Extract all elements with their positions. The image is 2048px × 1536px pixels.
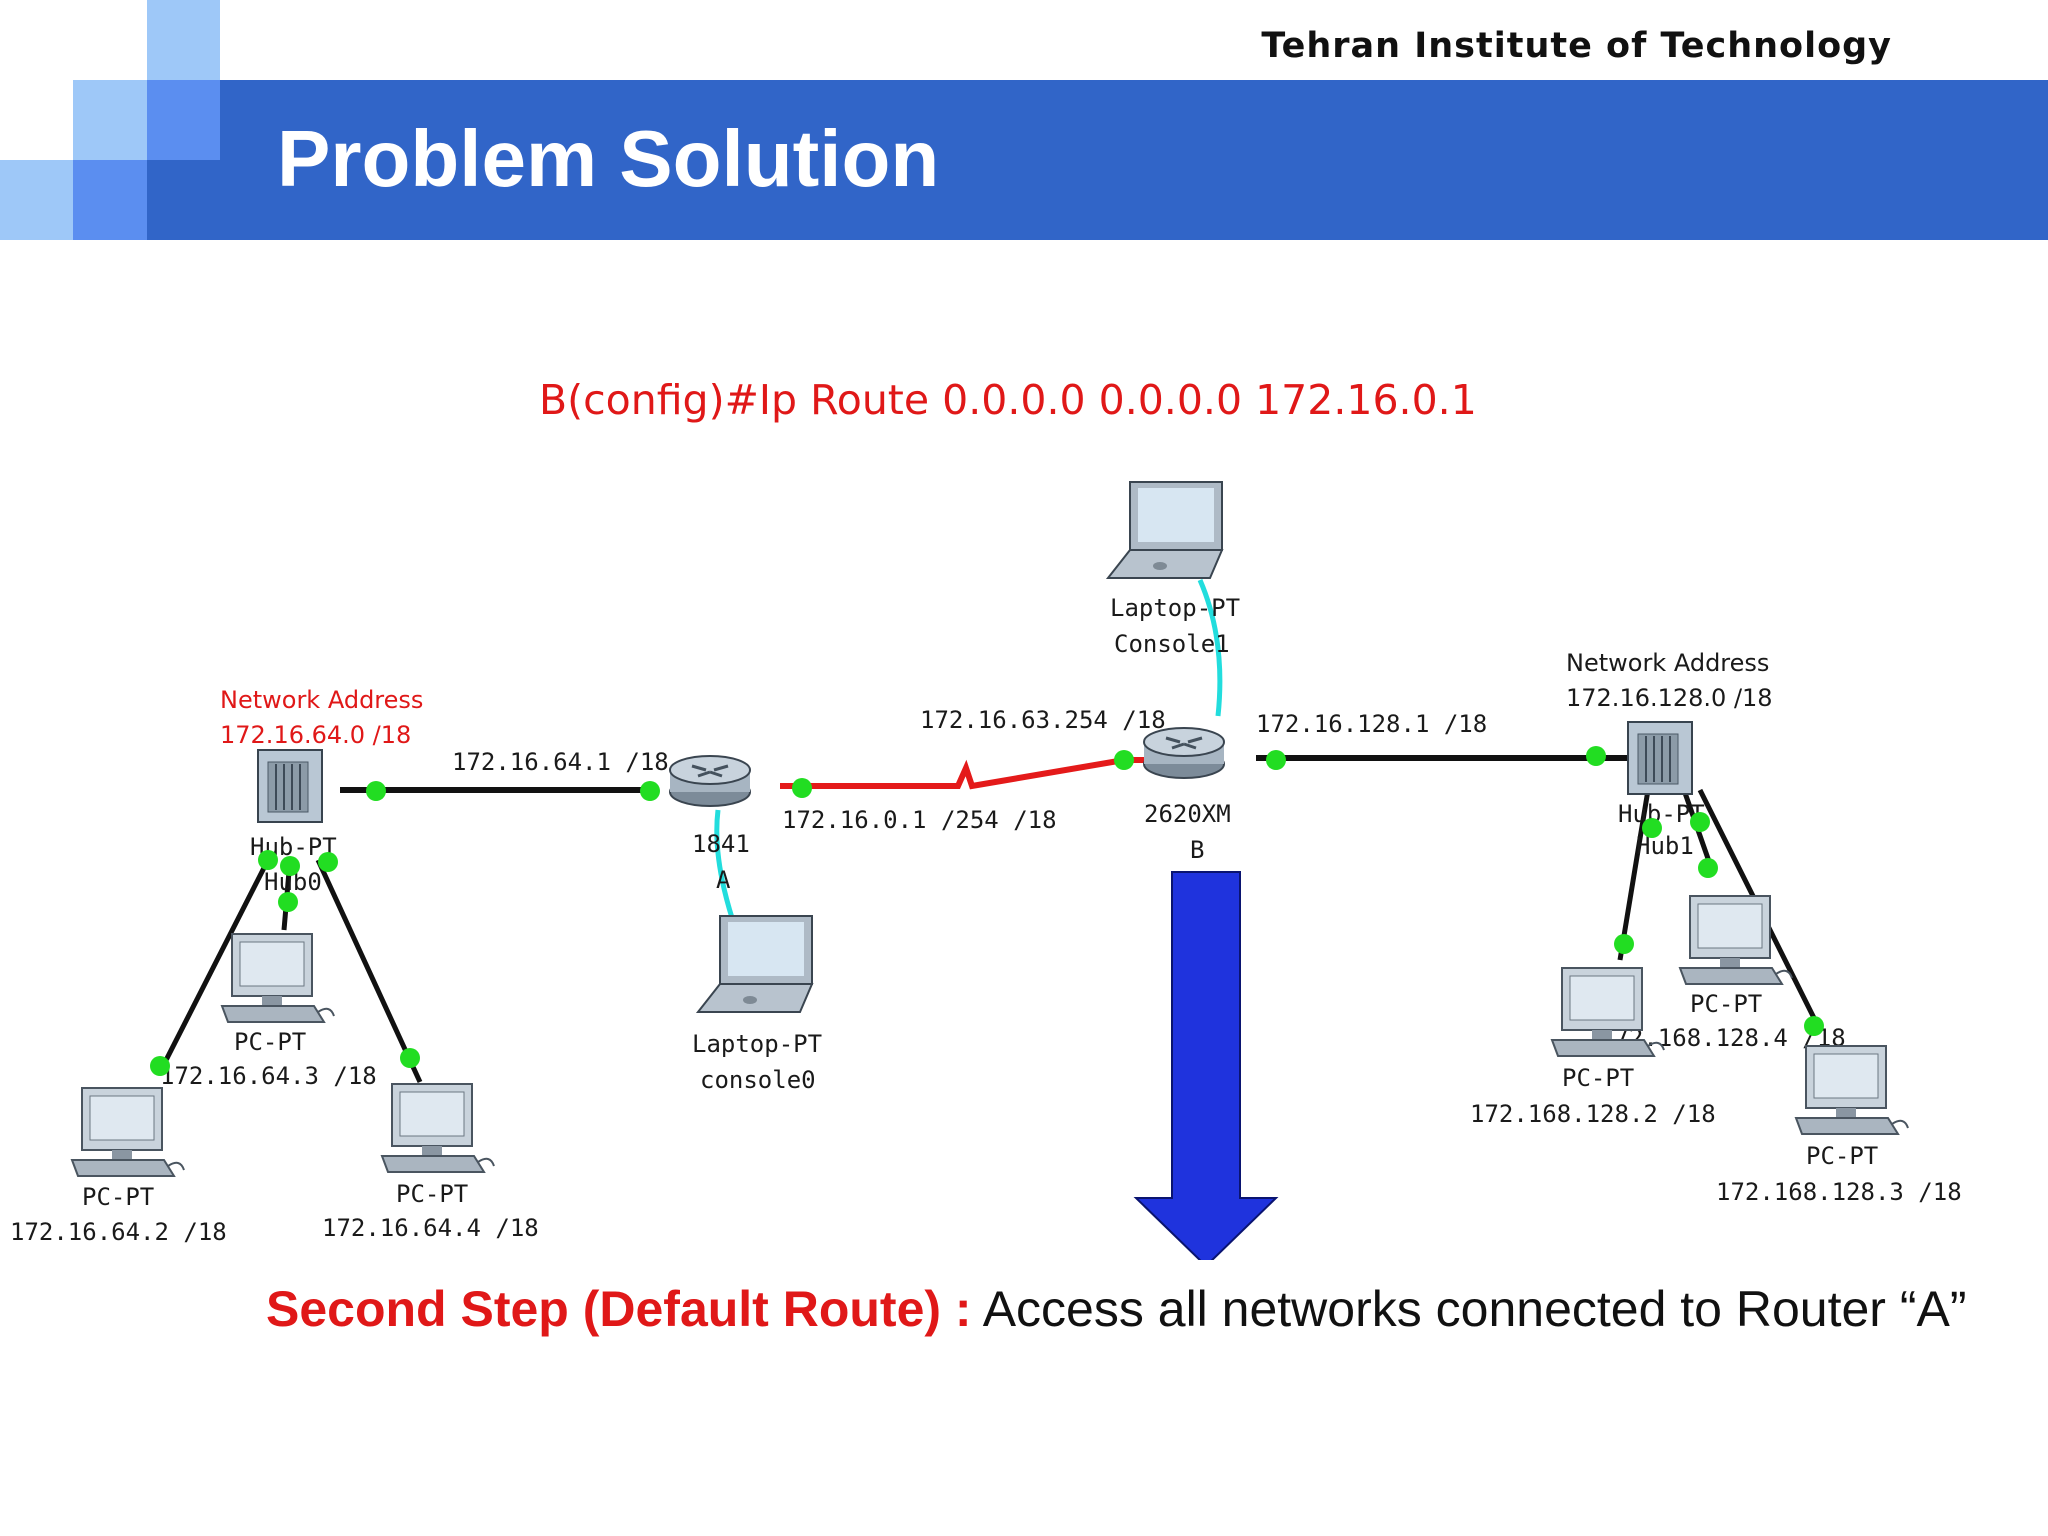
laptop0-model: Laptop-PT [692, 1030, 822, 1058]
pc-icon [71, 1087, 185, 1177]
link-dot [1690, 812, 1710, 832]
router-a-model: 1841 [692, 830, 750, 858]
router-a-wan-ip: 172.16.0.1 /254 /18 [782, 806, 1057, 834]
router-a-icon [668, 754, 752, 808]
router-b-wan-ip: 172.16.63.254 /18 [920, 706, 1166, 734]
pc-icon [381, 1083, 495, 1173]
link-dot [280, 856, 300, 876]
link-dots [150, 746, 1824, 1076]
deco-square [0, 160, 73, 240]
link-dot [792, 778, 812, 798]
link-dot [1614, 934, 1634, 954]
left-link-ip: 172.16.64.1 /18 [452, 748, 669, 776]
console-cable [714, 809, 739, 931]
router-command: B(config)#Ip Route 0.0.0.0 0.0.0.0 172.1… [539, 376, 1477, 424]
pc-ip: 172.168.128.2 /18 [1470, 1100, 1716, 1128]
laptop-icon [697, 915, 813, 1013]
link-dot [366, 781, 386, 801]
left-network-address: 172.16.64.0 /18 [220, 721, 411, 749]
cable [157, 858, 271, 1074]
link-dot [278, 892, 298, 912]
router-a-name: A [716, 866, 731, 894]
pc-model: PC-PT [234, 1028, 306, 1056]
slide-title: Problem Solution [277, 114, 940, 203]
router-b-model: 2620XM [1144, 800, 1231, 828]
console-cable [1197, 579, 1223, 717]
pc-ip: 172.16.64.2 /18 [10, 1218, 227, 1246]
right-network-title: Network Address [1566, 649, 1769, 677]
deco-square [147, 160, 220, 240]
pc-ip: 172.16.64.3 /18 [160, 1062, 377, 1090]
hub1-icon [1627, 721, 1693, 795]
down-arrow [1133, 871, 1279, 1260]
deco-square [73, 80, 147, 160]
laptop-icon [1107, 481, 1223, 579]
pc-model: PC-PT [1806, 1142, 1878, 1170]
deco-square [147, 0, 220, 80]
router-b-icon [1142, 726, 1226, 780]
pc-ip: 172.168.128.3 /18 [1716, 1178, 1962, 1206]
laptop1-model: Laptop-PT [1110, 594, 1240, 622]
deco-square [147, 80, 220, 160]
link-dot [1804, 1016, 1824, 1036]
link-dot [1114, 750, 1134, 770]
link-dot [400, 1048, 420, 1068]
pc-model: PC-PT [1690, 990, 1762, 1018]
cable [1617, 789, 1651, 961]
step-title: Second Step (Default Route) : [266, 1281, 972, 1337]
pc-model: PC-PT [82, 1183, 154, 1211]
pc-model: PC-PT [1562, 1064, 1634, 1092]
cable [315, 858, 423, 1084]
hub0-icon [257, 749, 323, 823]
router-b-lan-ip: 172.16.128.1 /18 [1256, 710, 1487, 738]
right-network-address: 172.16.128.0 /18 [1566, 684, 1773, 712]
link-dot [318, 852, 338, 872]
institute-name: Tehran Institute of Technology [1261, 26, 1892, 66]
router-b-name: B [1190, 836, 1204, 864]
link-dot [150, 1056, 170, 1076]
pc-model: PC-PT [396, 1180, 468, 1208]
link-dot [1586, 746, 1606, 766]
serial-link [780, 757, 1148, 790]
network-diagram: Network Address 172.16.64.0 /18 Hub-PT H… [10, 481, 1962, 1260]
step-description: Access all networks connected to Router … [971, 1281, 1967, 1337]
deco-square [73, 160, 147, 240]
link-dot [1698, 858, 1718, 878]
hub1-name: Hub1 [1636, 832, 1694, 860]
pc-icon [1795, 1045, 1909, 1135]
title-banner [220, 80, 2048, 240]
link-dot [1642, 818, 1662, 838]
laptop0-name: console0 [700, 1066, 816, 1094]
link-dot [1266, 750, 1286, 770]
link-dot [258, 850, 278, 870]
link-dot [640, 781, 660, 801]
laptop1-name: Console1 [1114, 630, 1230, 658]
pc-ip: 172.16.64.4 /18 [322, 1214, 539, 1242]
left-network-title: Network Address [220, 686, 423, 714]
step-caption: Second Step (Default Route) : Access all… [266, 1280, 1966, 1338]
pc-icon [221, 933, 335, 1023]
